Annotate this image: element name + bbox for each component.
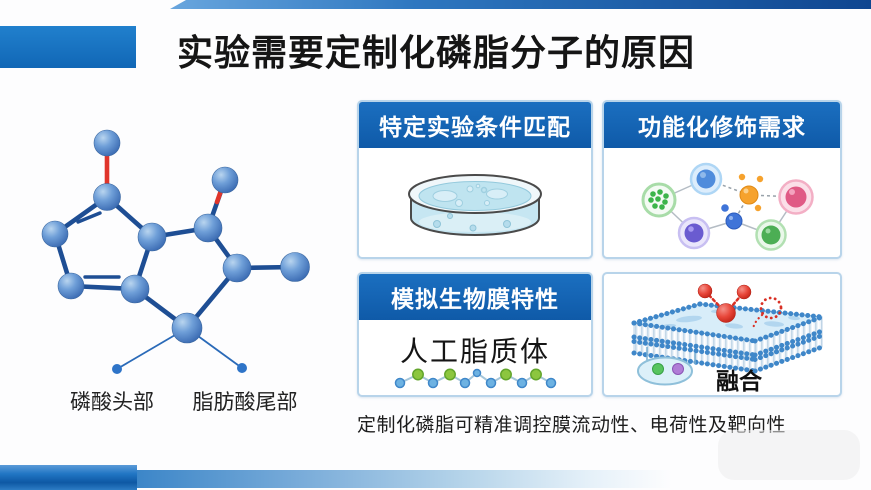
panel-header-functionalization: 功能化修饰需求 — [604, 102, 840, 148]
artificial-liposome-label: 人工脂质体 — [399, 336, 550, 367]
petri-dish-icon — [408, 174, 542, 236]
footer-accent-bar-right — [137, 470, 672, 488]
lipid-chain-icon — [394, 368, 557, 389]
panel-header-membrane-simulation: 模拟生物膜特性 — [359, 274, 591, 320]
panel-experiment-conditions: 特定实验条件匹配 — [357, 100, 593, 259]
fusion-label: 融合 — [716, 368, 762, 394]
phospholipid-molecule-illustration — [41, 129, 310, 374]
panel-functionalization: 功能化修饰需求 — [602, 100, 842, 259]
panel-fusion: 融合 — [602, 272, 842, 397]
page-title: 实验需要定制化磷脂分子的原因 — [177, 32, 696, 73]
fatty-acid-tail-label: 脂肪酸尾部 — [192, 391, 298, 414]
footer-accent-bar-left — [0, 465, 137, 490]
lipid-bilayer-icon — [631, 283, 825, 386]
top-accent-bar — [170, 0, 871, 9]
panel-membrane-simulation: 模拟生物膜特性 人工脂质体 — [357, 272, 593, 397]
watermark-blur — [718, 430, 860, 480]
phosphate-head-label: 磷酸头部 — [70, 391, 154, 414]
panel-header-experiment-conditions: 特定实验条件匹配 — [359, 102, 591, 148]
title-accent-rect — [0, 26, 136, 68]
cell-network-icon — [641, 162, 814, 251]
bottom-caption: 定制化磷脂可精准调控膜流动性、电荷性及靶向性 — [357, 415, 787, 436]
